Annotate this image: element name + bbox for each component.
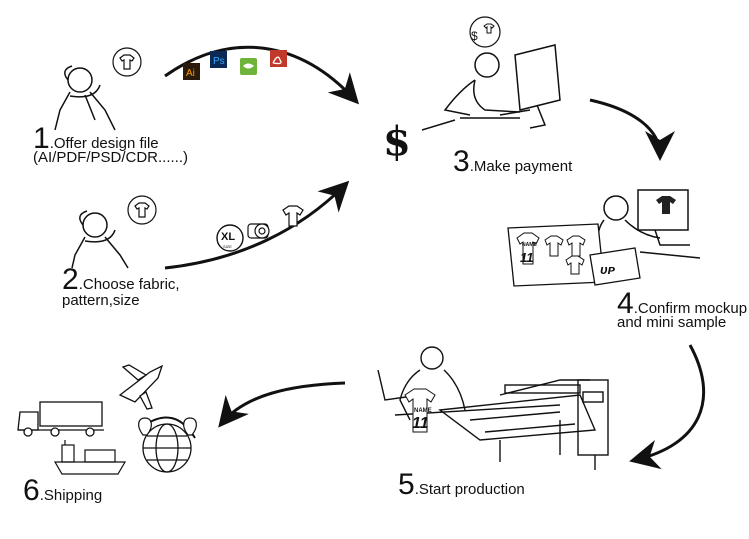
ai-label: Ai — [186, 68, 195, 79]
photoshop-icon: Ps — [210, 51, 227, 68]
sample-card-icon — [589, 247, 641, 286]
thought-bubble-shirt-icon-2 — [127, 195, 157, 225]
dollar-icon: $ — [383, 118, 411, 165]
truck-icon — [17, 401, 104, 437]
size-label: XL — [221, 231, 235, 243]
step-4-label: 4.Confirm mockup — [617, 286, 747, 322]
location-pin-icon — [138, 417, 197, 436]
size-xl-icon: XL SIZE — [216, 224, 244, 252]
person-thinking-icon-2 — [71, 210, 129, 269]
pdf-icon — [270, 50, 287, 67]
step-2-subtitle: pattern,size — [62, 292, 140, 309]
person-thinking-icon — [54, 65, 116, 131]
arrow-3-to-4 — [589, 98, 675, 161]
mockup-shirt-back-icon — [544, 235, 586, 275]
step-6-title: .Shipping — [39, 487, 103, 504]
production-shirt-name: NAME — [414, 408, 432, 414]
mockup-shirt-front-icon — [516, 232, 540, 265]
small-dollar: $ — [471, 29, 478, 43]
step-3-label: 3.Make payment — [453, 144, 572, 180]
production-shirt-number: 11 — [412, 415, 429, 432]
step-5-label: 5.Start production — [398, 467, 525, 503]
step-4-title: .Confirm mockup — [633, 300, 748, 317]
thought-bubble-money-icon: $ — [469, 16, 501, 48]
airplane-icon — [118, 364, 164, 410]
step-4-number: 4 — [617, 287, 634, 320]
person-at-computer-icon — [443, 44, 561, 129]
mockup-name: NAME — [522, 242, 537, 248]
arrow-1-to-3 — [164, 45, 360, 105]
step-2-title: .Choose fabric, — [78, 276, 180, 293]
monitor-shirt-icon — [656, 196, 676, 214]
step-5-number: 5 — [398, 468, 415, 501]
shirt-icon — [282, 205, 304, 227]
step-2-label: 2.Choose fabric, — [62, 262, 180, 298]
person-reviewing-icon — [596, 189, 701, 259]
size-sub-label: SIZE — [223, 244, 232, 249]
step-6-label: 6.Shipping — [23, 473, 102, 509]
sample-logo: ᴜᴘ — [600, 262, 616, 277]
illustrator-icon: Ai — [183, 63, 200, 80]
production-shirt-icon — [404, 388, 436, 433]
step-1-label: 1.Offer design file — [33, 121, 159, 157]
cargo-ship-icon — [53, 440, 127, 475]
arrow-2-to-3 — [164, 180, 350, 270]
step-1-number: 1 — [33, 122, 50, 155]
thought-bubble-shirt-icon — [112, 47, 142, 77]
fabric-roll-icon — [247, 223, 270, 239]
step-2-number: 2 — [62, 263, 79, 296]
step-5-title: .Start production — [414, 481, 525, 498]
step-3-number: 3 — [453, 145, 470, 178]
ps-label: Ps — [213, 56, 225, 67]
arrow-5-to-6 — [218, 381, 346, 428]
mockup-number: 11 — [520, 250, 534, 265]
step-1-title: .Offer design file — [49, 135, 159, 152]
step-6-number: 6 — [23, 474, 40, 507]
step-4-subtitle: and mini sample — [617, 314, 727, 331]
step-1-subtitle: (AI/PDF/PSD/CDR......) — [33, 149, 189, 166]
step-3-title: .Make payment — [469, 158, 573, 175]
arrow-4-to-5 — [629, 344, 706, 470]
green-app-icon — [240, 58, 257, 75]
